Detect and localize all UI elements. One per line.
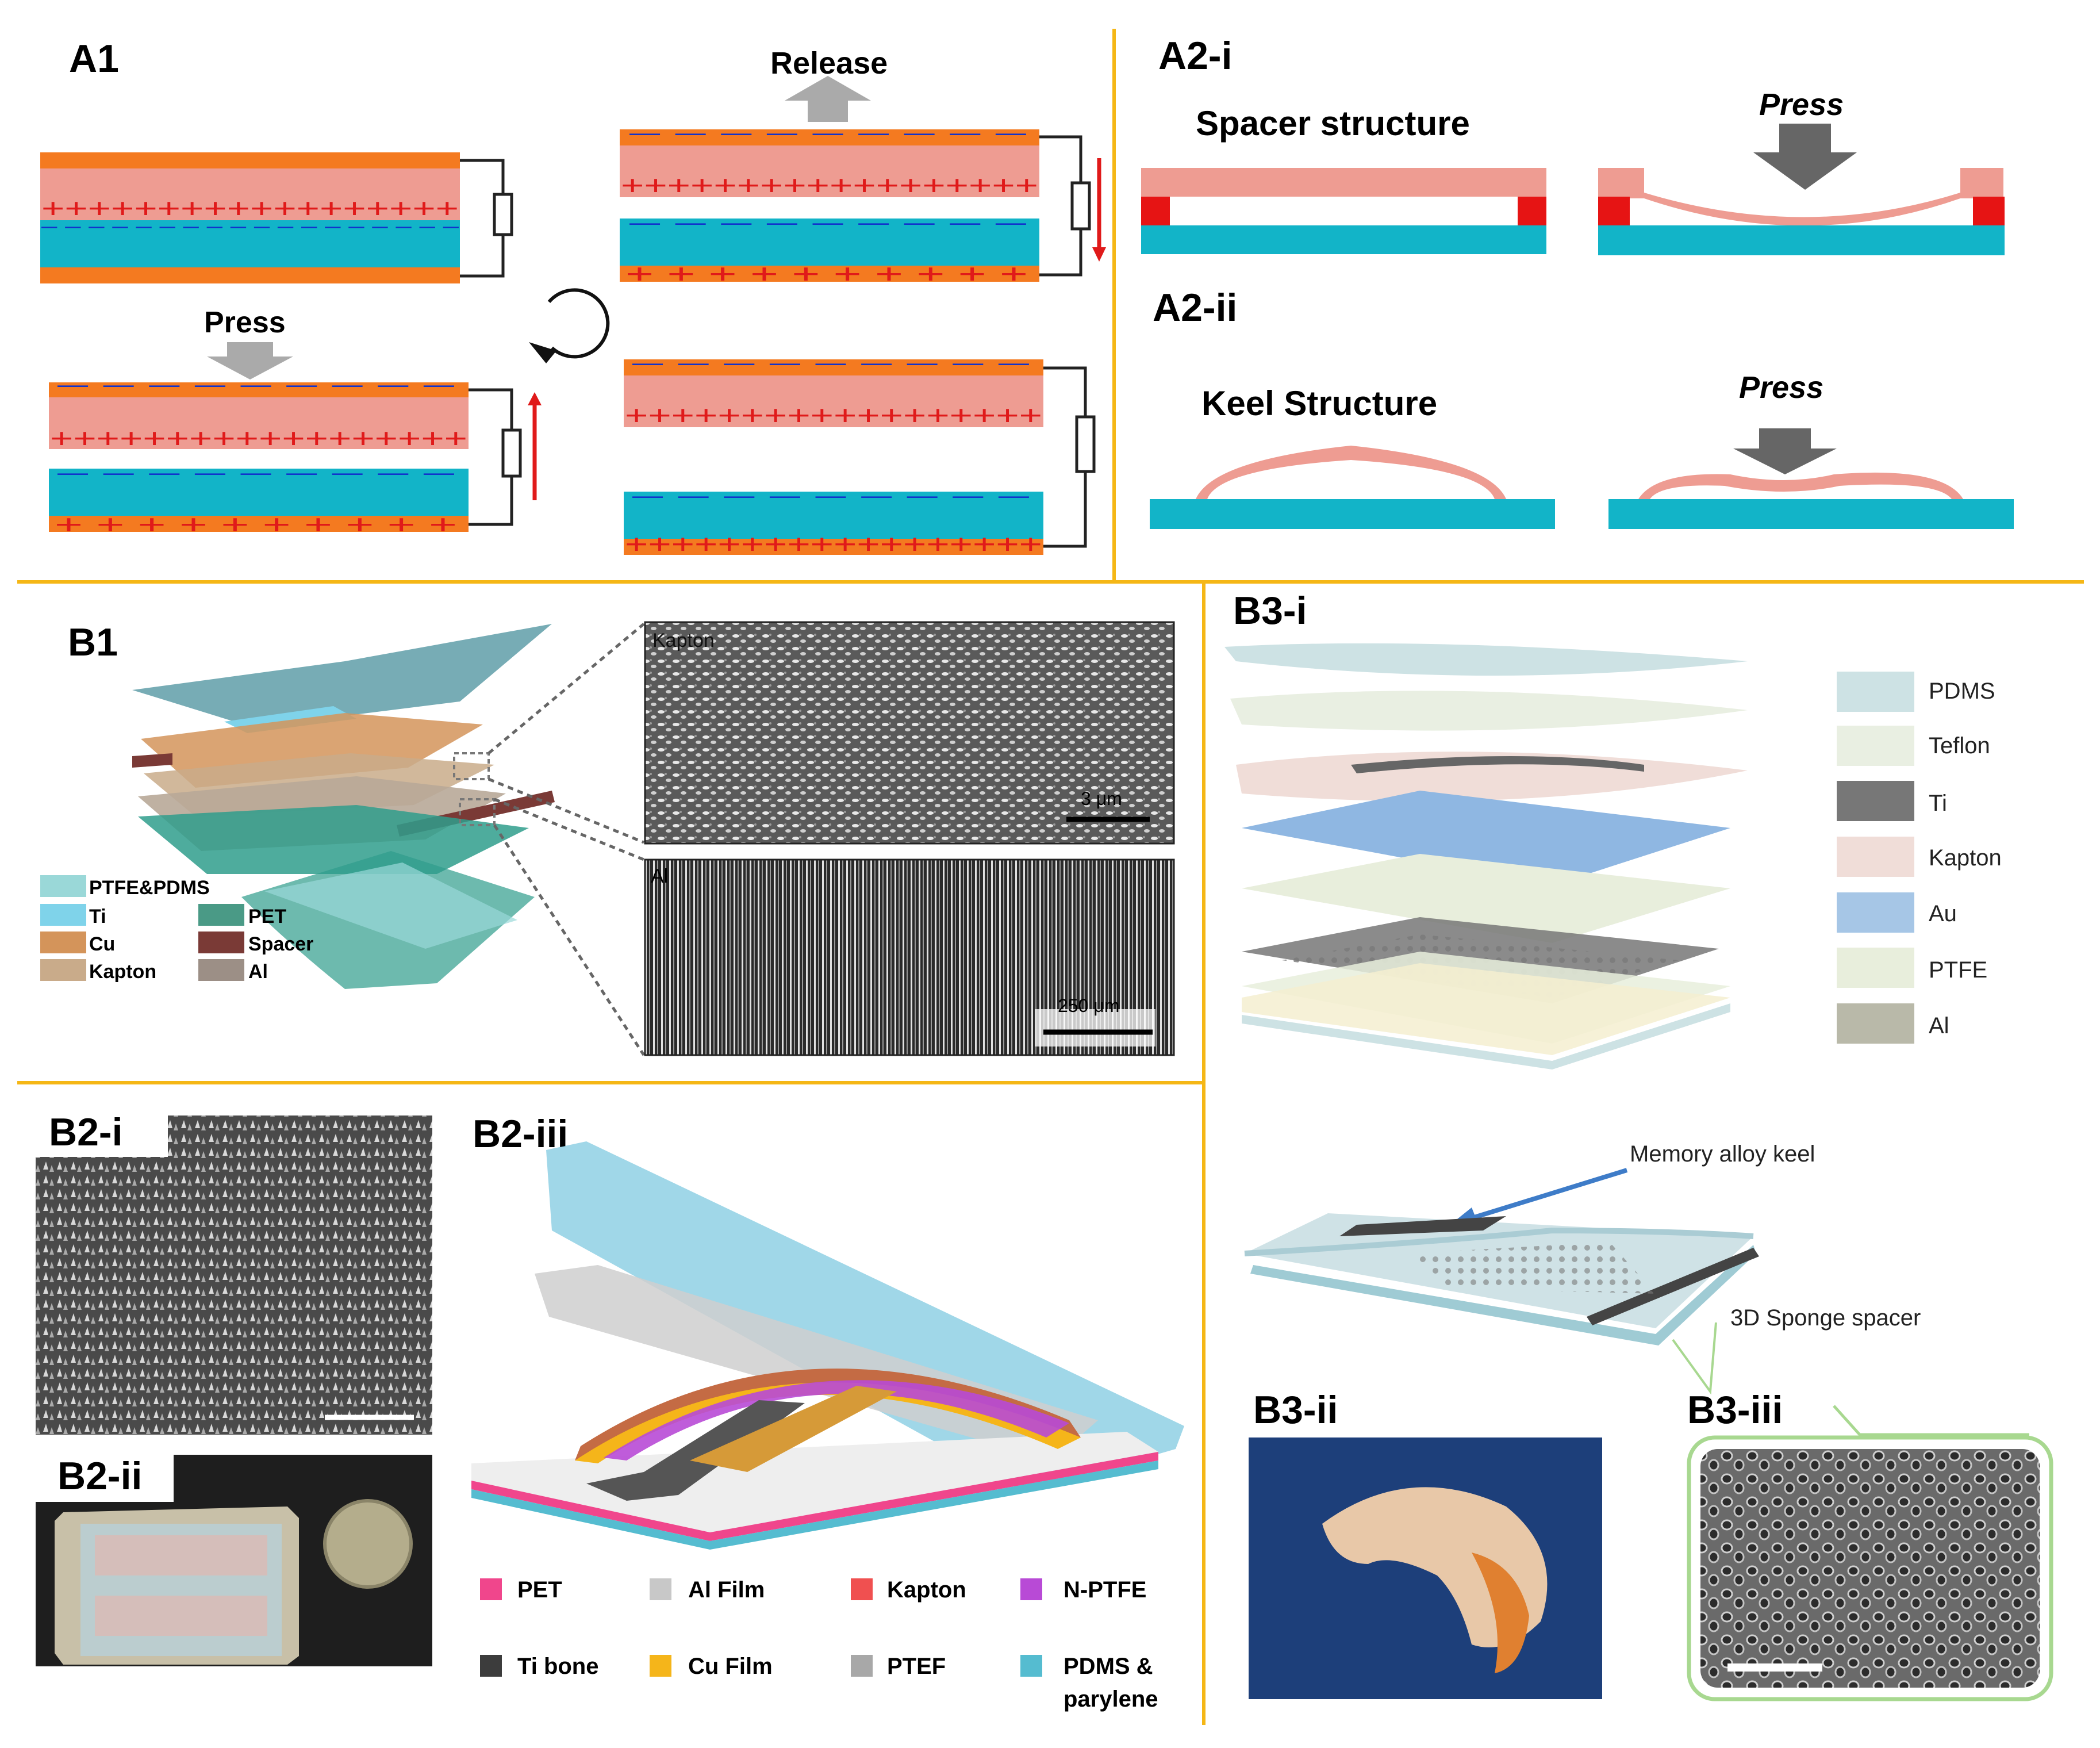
legend-label: Cu Film xyxy=(688,1654,773,1679)
resistor-icon xyxy=(493,193,513,236)
press-arrow-icon xyxy=(1753,124,1857,190)
legend-label: PTEF xyxy=(887,1654,946,1679)
minus-charges: – – – – – – – – – xyxy=(57,372,455,397)
sem-label-al: Al xyxy=(651,865,668,887)
teng-stack-press: – – – – – – – – – ++++++++++++++++++ – –… xyxy=(49,372,542,539)
plus-charges: ++++++++++++++++++ xyxy=(625,529,1042,559)
panel-label-b2ii: B2-ii xyxy=(57,1454,142,1498)
sponge-spacer-label: 3D Sponge spacer xyxy=(1730,1305,1921,1331)
legend-label: Kapton xyxy=(887,1577,966,1603)
teng-stack-release: – – – – – – – – – ++++++++++++++++++ – –… xyxy=(620,120,1106,289)
panel-b1: B1 Kapton 3 μm Al 250 μm PTFE&P xyxy=(40,620,1175,1056)
minus-charges: – – – – – – – – – – – – – – – – – – xyxy=(41,213,459,239)
panel-label-b3i: B3-i xyxy=(1233,589,1307,632)
memory-alloy-keel-label: Memory alloy keel xyxy=(1630,1141,1815,1167)
panel-label-b3ii: B3-ii xyxy=(1253,1388,1338,1432)
press-label: Press xyxy=(1739,370,1823,405)
scale-bar-label: 250 μm xyxy=(1058,995,1119,1016)
cycle-arrow-icon xyxy=(529,288,610,363)
coin xyxy=(323,1499,413,1589)
legend-label: PDMS xyxy=(1929,678,1995,704)
panel-dividers xyxy=(17,29,2084,1725)
legend-label: PDMS & xyxy=(1064,1654,1153,1679)
panel-b2: B2-i B2-ii B2-iii PET Al Film Kapton xyxy=(36,1099,1184,1712)
minus-charges: – – – – – – – – – xyxy=(632,350,1030,375)
panel-label-b2i: B2-i xyxy=(49,1110,122,1154)
current-arrow-icon xyxy=(528,392,542,405)
b2-legend: PET Al Film Kapton N-PTFE Ti bone Cu Fil… xyxy=(480,1577,1158,1712)
plus-charges: ++++++++++++++++++ xyxy=(41,193,459,223)
hand xyxy=(1322,1487,1548,1647)
panel-label-b2iii: B2-iii xyxy=(473,1112,568,1156)
spacer-structure-title: Spacer structure xyxy=(1196,104,1470,143)
legend-label: PET xyxy=(517,1577,562,1603)
legend-label: Cu xyxy=(89,933,115,955)
legend-label: N-PTFE xyxy=(1064,1577,1146,1603)
keel-structure-title: Keel Structure xyxy=(1201,384,1437,423)
legend-label: Spacer xyxy=(248,933,313,955)
legend-label: PTFE xyxy=(1929,957,1987,983)
panel-a2: A2-i Spacer structure Press A2-ii Keel S… xyxy=(1141,34,2014,529)
panel-label-a2i: A2-i xyxy=(1158,34,1232,78)
plus-charges: ++++++++++++++++++ xyxy=(50,423,467,453)
legend-label: Ti xyxy=(89,906,106,927)
resistor-icon xyxy=(501,428,522,478)
b1-legend: PTFE&PDMS Ti PET Cu Spacer Kapton Al xyxy=(40,875,313,983)
resistor-icon xyxy=(1075,415,1096,473)
panel-label-b1: B1 xyxy=(68,620,118,664)
release-label: Release xyxy=(770,46,888,80)
plus-charges: + + + + + + + + + + xyxy=(625,259,1028,289)
panel-b3: B3-i PDMS Teflon Ti Kapton Au PTFE Al xyxy=(1224,589,2053,1701)
legend-label: PTFE&PDMS xyxy=(89,877,210,899)
sem-label-kapton: Kapton xyxy=(652,630,715,651)
press-label: Press xyxy=(204,306,286,339)
legend-label: Ti xyxy=(1929,791,1947,816)
panel-label-a1: A1 xyxy=(69,37,119,80)
plus-charges: ++++++++++++++++++ xyxy=(625,400,1042,430)
teng-stack-separated: – – – – – – – – – ++++++++++++++++++ – –… xyxy=(624,350,1096,559)
press-label: Press xyxy=(1759,87,1844,122)
press-arrow-icon xyxy=(1733,428,1837,474)
b3-legend: PDMS Teflon Ti Kapton Au PTFE Al xyxy=(1837,672,2002,1044)
minus-charges: – – – – – – – – – xyxy=(57,460,455,485)
legend-label: Al xyxy=(1929,1013,1949,1038)
sem-image-b2i xyxy=(36,1116,432,1435)
legend-label: parylene xyxy=(1064,1686,1158,1712)
sem-image-kapton xyxy=(644,621,1175,845)
legend-label: Al xyxy=(248,961,268,983)
teng-stack-contact: ++++++++++++++++++ – – – – – – – – – – –… xyxy=(40,152,513,283)
legend-label: Kapton xyxy=(89,961,156,983)
legend-label: Kapton xyxy=(1929,845,2002,871)
legend-label: Al Film xyxy=(688,1577,765,1603)
legend-label: Teflon xyxy=(1929,733,1990,758)
press-arrow-icon xyxy=(207,342,293,379)
plus-charges: + + + + + + + + + + xyxy=(55,509,457,539)
current-arrow-icon xyxy=(1092,247,1106,262)
legend-label: Au xyxy=(1929,901,1957,926)
panel-label-b3iii: B3-iii xyxy=(1687,1388,1783,1432)
flexible-device xyxy=(1472,1552,1529,1673)
minus-charges: – – – – – – – – – xyxy=(629,120,1027,145)
scale-bar-label: 3 μm xyxy=(1081,788,1122,809)
legend-label: Ti bone xyxy=(517,1654,598,1679)
minus-charges: – – – – – – – – – xyxy=(632,483,1030,508)
panel-label-a2ii: A2-ii xyxy=(1153,286,1237,329)
release-arrow-icon xyxy=(785,76,871,122)
legend-label: PET xyxy=(248,906,286,927)
sem-image-sponge xyxy=(1700,1449,2040,1688)
panel-a1: A1 ++++++++++++++++++ – – – – – – – – – … xyxy=(40,37,1106,559)
minus-charges: – – – – – – – – – xyxy=(629,210,1027,235)
plus-charges: ++++++++++++++++++ xyxy=(621,170,1038,200)
resistor-icon xyxy=(1070,181,1091,231)
